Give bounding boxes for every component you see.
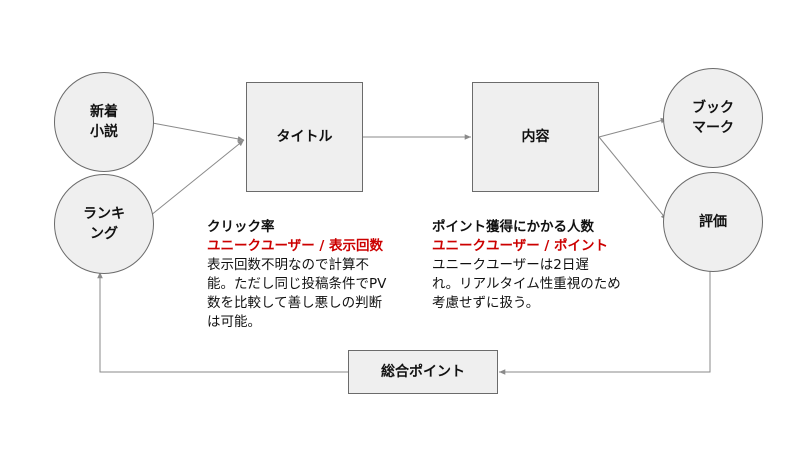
node-content: 内容: [472, 82, 599, 192]
edge-content-to-rating: [598, 136, 668, 221]
edge-total-points-to-ranking: [97, 272, 348, 373]
note-click-rate-formula: ユニークユーザー / 表示回数: [207, 238, 384, 254]
note-click-rate-heading: クリック率: [207, 219, 275, 235]
node-total-points: 総合ポイント: [348, 350, 498, 394]
note-point-rate: ポイント獲得にかかる人数 ユニークユーザー / ポイント ユニークユーザーは2日…: [432, 218, 652, 313]
edge-new-novels-to-title: [146, 121, 245, 142]
node-bookmark: ブック マーク: [663, 68, 763, 168]
note-click-rate-body: 表示回数不明なので計算不 能。ただし同じ投稿条件でPV 数を比較して善し悪しの判…: [207, 257, 387, 330]
node-new-novels: 新着 小説: [54, 72, 154, 172]
edge-content-to-bookmark: [598, 117, 668, 138]
node-rating: 評価: [663, 172, 763, 272]
note-point-rate-heading: ポイント獲得にかかる人数: [432, 219, 594, 235]
node-ranking: ランキ ング: [54, 174, 154, 274]
edge-rating-to-total-points: [499, 270, 711, 375]
note-point-rate-body: ユニークユーザーは2日遅 れ。リアルタイム性重視のため 考慮せずに扱う。: [432, 257, 621, 311]
node-title: タイトル: [246, 82, 363, 192]
note-click-rate: クリック率 ユニークユーザー / 表示回数 表示回数不明なので計算不 能。ただし…: [207, 218, 417, 332]
edge-ranking-to-title: [144, 139, 245, 221]
note-point-rate-formula: ユニークユーザー / ポイント: [432, 238, 609, 254]
